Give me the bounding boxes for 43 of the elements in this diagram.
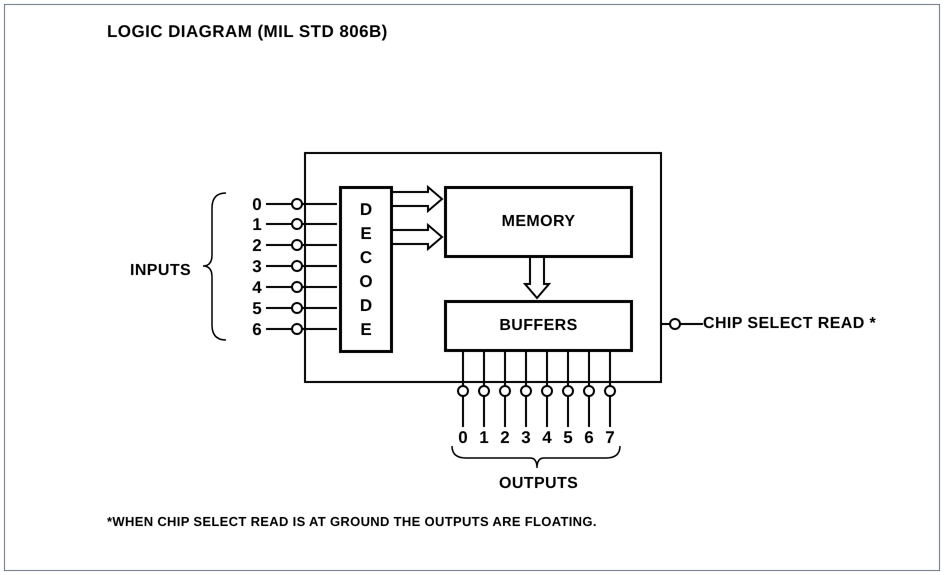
wire xyxy=(525,350,527,427)
wire xyxy=(266,244,337,246)
pin-label: 7 xyxy=(602,427,618,447)
wire xyxy=(483,350,485,427)
wire xyxy=(662,323,703,325)
wire xyxy=(266,203,337,205)
signal-label: CHIP SELECT READ * xyxy=(703,314,893,334)
bus-arrow xyxy=(522,255,552,300)
bus-arrow xyxy=(390,184,444,214)
logic-block: DECODE xyxy=(339,186,393,353)
pin-label: 0 xyxy=(248,194,266,214)
wire xyxy=(567,350,569,427)
bus-arrow xyxy=(390,222,444,252)
pin-label: 4 xyxy=(539,427,555,447)
pin-label: 1 xyxy=(476,427,492,447)
diagram-title: LOGIC DIAGRAM (MIL STD 806B) xyxy=(107,21,388,43)
pin-label: 1 xyxy=(248,214,266,234)
footnote: *WHEN CHIP SELECT READ IS AT GROUND THE OUTPUTS ARE FLOATING. xyxy=(107,513,597,531)
wire xyxy=(588,350,590,427)
wire xyxy=(462,350,464,427)
logic-block: MEMORY xyxy=(444,186,633,258)
wire xyxy=(609,350,611,427)
wire xyxy=(266,328,337,330)
wire xyxy=(266,286,337,288)
pin-label: 2 xyxy=(497,427,513,447)
pin-label: 5 xyxy=(560,427,576,447)
pin-label: 4 xyxy=(248,277,266,297)
pin-label: 3 xyxy=(248,256,266,276)
wire xyxy=(504,350,506,427)
wire xyxy=(266,265,337,267)
pin-label: 2 xyxy=(248,235,266,255)
wire xyxy=(266,223,337,225)
group-label: OUTPUTS xyxy=(499,474,578,494)
pin-label: 3 xyxy=(518,427,534,447)
pin-label: 0 xyxy=(455,427,471,447)
pin-label: 6 xyxy=(248,319,266,339)
chip-outline xyxy=(304,152,662,383)
logic-block: BUFFERS xyxy=(444,300,633,352)
pin-label: 6 xyxy=(581,427,597,447)
wire xyxy=(546,350,548,427)
wire xyxy=(266,307,337,309)
group-label: INPUTS xyxy=(130,261,192,281)
pin-label: 5 xyxy=(248,298,266,318)
